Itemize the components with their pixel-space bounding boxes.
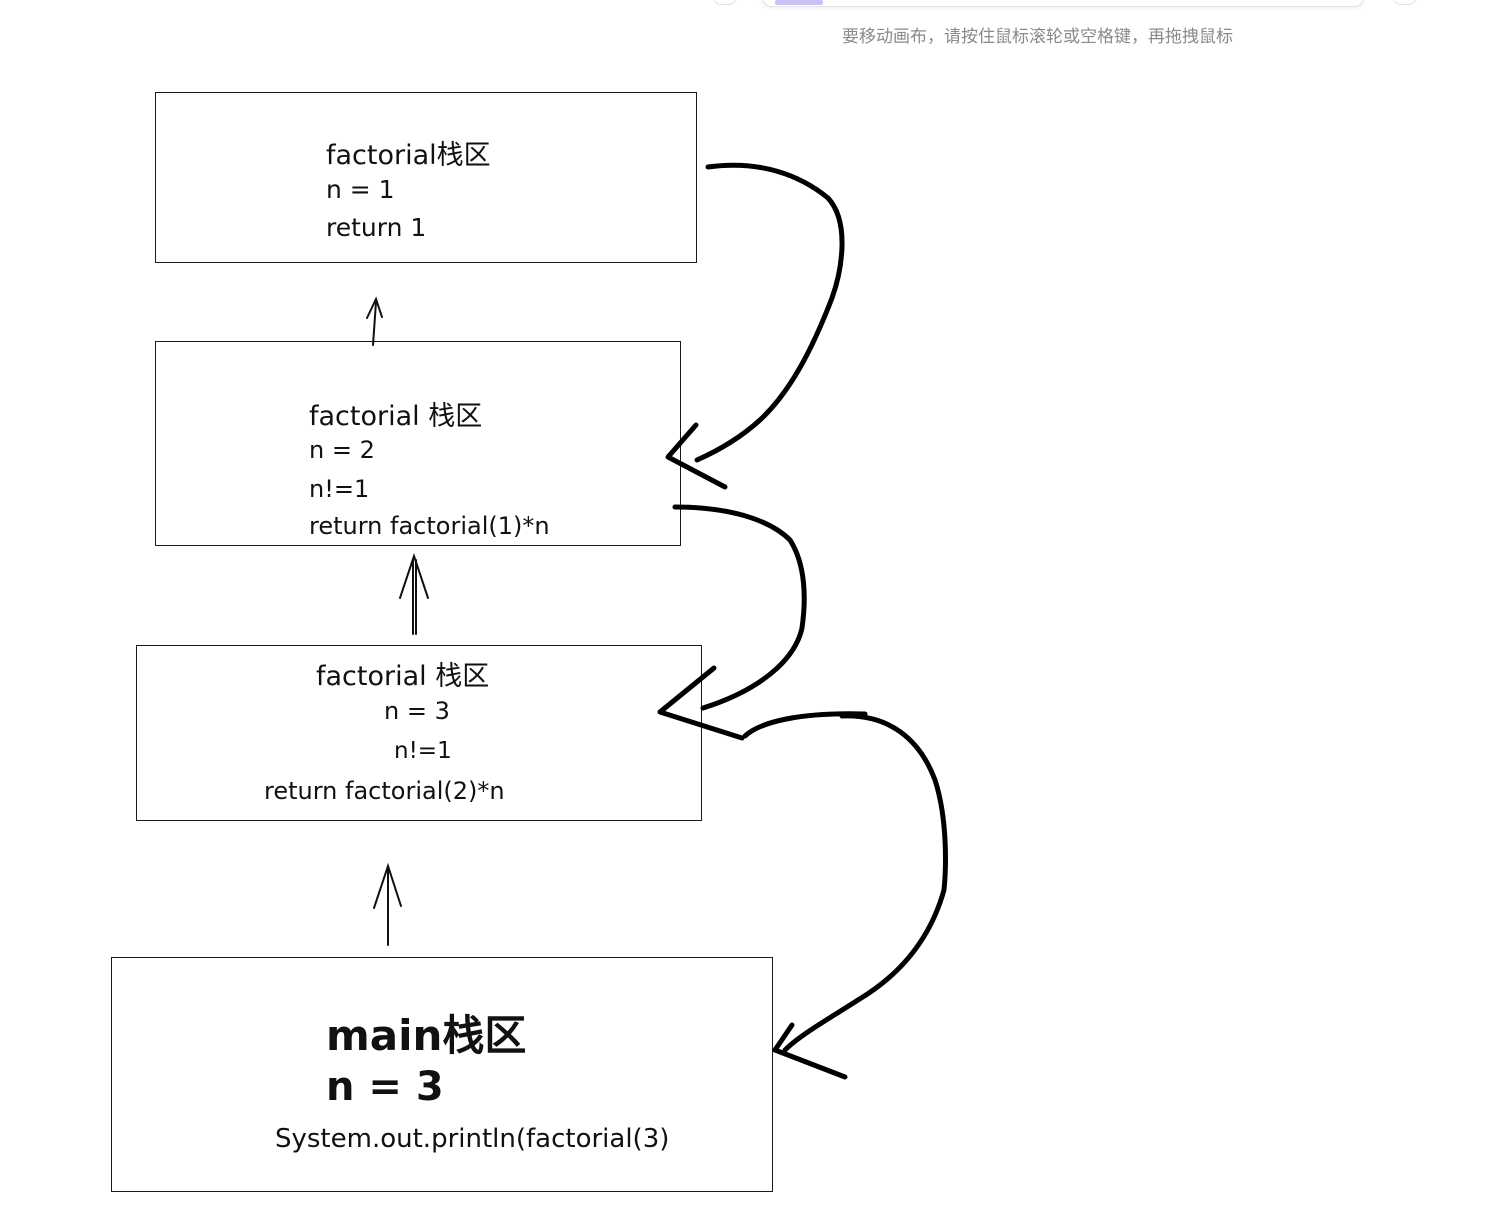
frame-n2-title: factorial 栈区 — [309, 401, 483, 432]
frame-n3-return: return factorial(2)*n — [264, 777, 505, 805]
up-arrow-f2-to-f1[interactable] — [366, 296, 383, 346]
frame-n1-return: return 1 — [326, 213, 427, 242]
toolbar-active-tool-indicator[interactable] — [775, 0, 823, 5]
frame-n2-nfact: n!=1 — [309, 475, 370, 503]
main-frame-n-value: n = 3 — [326, 1064, 444, 1110]
frame-n2-return: return factorial(1)*n — [309, 512, 550, 540]
frame-n2-n-value: n = 2 — [309, 436, 375, 464]
canvas-pan-hint: 要移动画布，请按住鼠标滚轮或空格键，再拖拽鼠标 — [842, 27, 1233, 47]
frame-n3-nfact: n!=1 — [394, 738, 452, 764]
toolbar-left-button[interactable] — [712, 0, 738, 5]
return-curve-f3-to-main[interactable] — [742, 711, 948, 1080]
frame-n1-title: factorial栈区 — [326, 140, 491, 171]
up-arrow-f3-to-f2[interactable] — [399, 552, 429, 635]
toolbar — [762, 0, 1364, 7]
main-frame-title: main栈区 — [326, 1011, 527, 1060]
frame-n1-n-value: n = 1 — [326, 175, 395, 204]
toolbar-right-button[interactable] — [1392, 0, 1418, 5]
up-arrow-main-to-f3[interactable] — [373, 862, 402, 946]
frame-n3-n-value: n = 3 — [384, 697, 450, 725]
frame-n3-title: factorial 栈区 — [316, 661, 490, 692]
main-frame-println: System.out.println(factorial(3) — [275, 1124, 670, 1154]
